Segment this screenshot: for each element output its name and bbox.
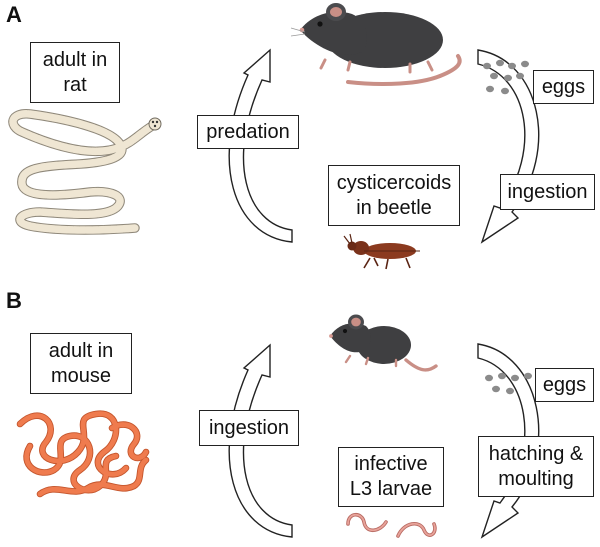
tapeworm-icon [8, 109, 162, 235]
ingestion-label-b: ingestion [199, 410, 299, 446]
eggs-label-a: eggs [533, 70, 594, 104]
ingestion-label-text: ingestion [507, 180, 588, 203]
ingestion-label-a: ingestion [500, 174, 595, 210]
eggs-label-text: eggs [542, 373, 587, 396]
larvae-icon [346, 512, 437, 538]
predation-label-text: predation [206, 120, 290, 143]
nematode-icon [16, 410, 150, 498]
eggs-label-b: eggs [535, 368, 594, 402]
hatching-label-line: hatching & [488, 442, 584, 465]
predation-label: predation [197, 115, 299, 149]
host-label-line: rat [63, 73, 87, 96]
host-label-line: adult in [42, 48, 108, 71]
beetle-icon [343, 233, 420, 270]
mouse-icon [329, 314, 438, 372]
cysticercoids-label-line: in beetle [356, 196, 432, 219]
left-cycle-arrow-b [228, 343, 293, 538]
eggs-icon [483, 59, 529, 95]
cysticercoids-label-line: cysticercoids [336, 171, 452, 194]
larvae-label-line: L3 larvae [349, 478, 433, 500]
larvae-label-line: infective [354, 453, 428, 475]
host-label-line: mouse [50, 364, 112, 387]
eggs-icon [485, 372, 532, 395]
host-label-line: adult in [48, 339, 114, 362]
hatching-label-line: moulting [498, 467, 574, 490]
rat-icon [290, 3, 462, 86]
host-label-b: adult in mouse [30, 333, 132, 394]
ingestion-label-text: ingestion [208, 416, 290, 439]
left-cycle-arrow-a [228, 48, 293, 243]
larvae-label: infective L3 larvae [338, 447, 444, 507]
panel-letter-b: B [6, 288, 22, 313]
eggs-label-text: eggs [541, 75, 586, 98]
host-label-a: adult in rat [30, 42, 120, 103]
panel-letter-a: A [6, 2, 22, 27]
hatching-label: hatching & moulting [478, 436, 594, 497]
cysticercoids-label: cysticercoids in beetle [328, 165, 460, 226]
